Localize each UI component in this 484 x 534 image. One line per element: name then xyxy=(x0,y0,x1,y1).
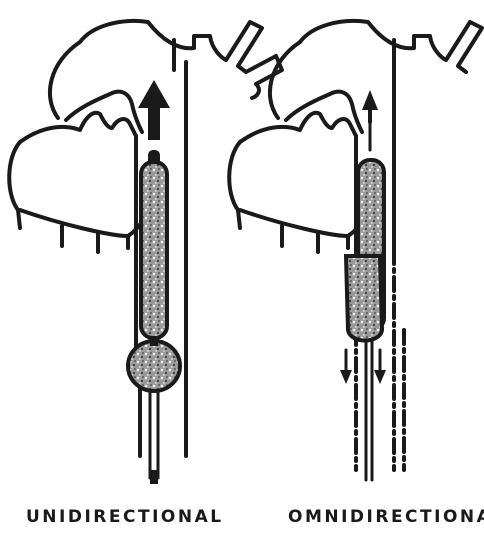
left-valves xyxy=(20,113,136,142)
left-catheter-shaft xyxy=(150,338,158,346)
right-flow-arrow-up xyxy=(362,90,378,150)
omnidirectional-panel xyxy=(229,21,482,480)
right-valves xyxy=(240,113,356,142)
left-catheter-lower xyxy=(150,392,158,478)
left-upper-balloon xyxy=(141,162,167,338)
unidirectional-panel xyxy=(9,21,282,484)
left-aorta-wall-outer xyxy=(174,40,186,456)
right-aorta-wall-outer-lower xyxy=(394,250,404,470)
label-omnidirectional: OMNIDIRECTIONAL xyxy=(288,507,484,527)
label-unidirectional: UNIDIRECTIONAL xyxy=(26,507,224,527)
left-occluding-balloon xyxy=(128,341,180,391)
right-flow-arrow-down-left xyxy=(340,350,352,384)
right-balloon-lower-lobe xyxy=(346,256,382,341)
right-flow-arrow-down-right xyxy=(374,350,386,384)
right-heart-outline xyxy=(270,21,482,118)
left-catheter-end xyxy=(150,470,158,484)
left-ventricle xyxy=(9,142,148,252)
right-catheter-lower xyxy=(366,340,372,480)
right-ventricle xyxy=(229,142,368,252)
